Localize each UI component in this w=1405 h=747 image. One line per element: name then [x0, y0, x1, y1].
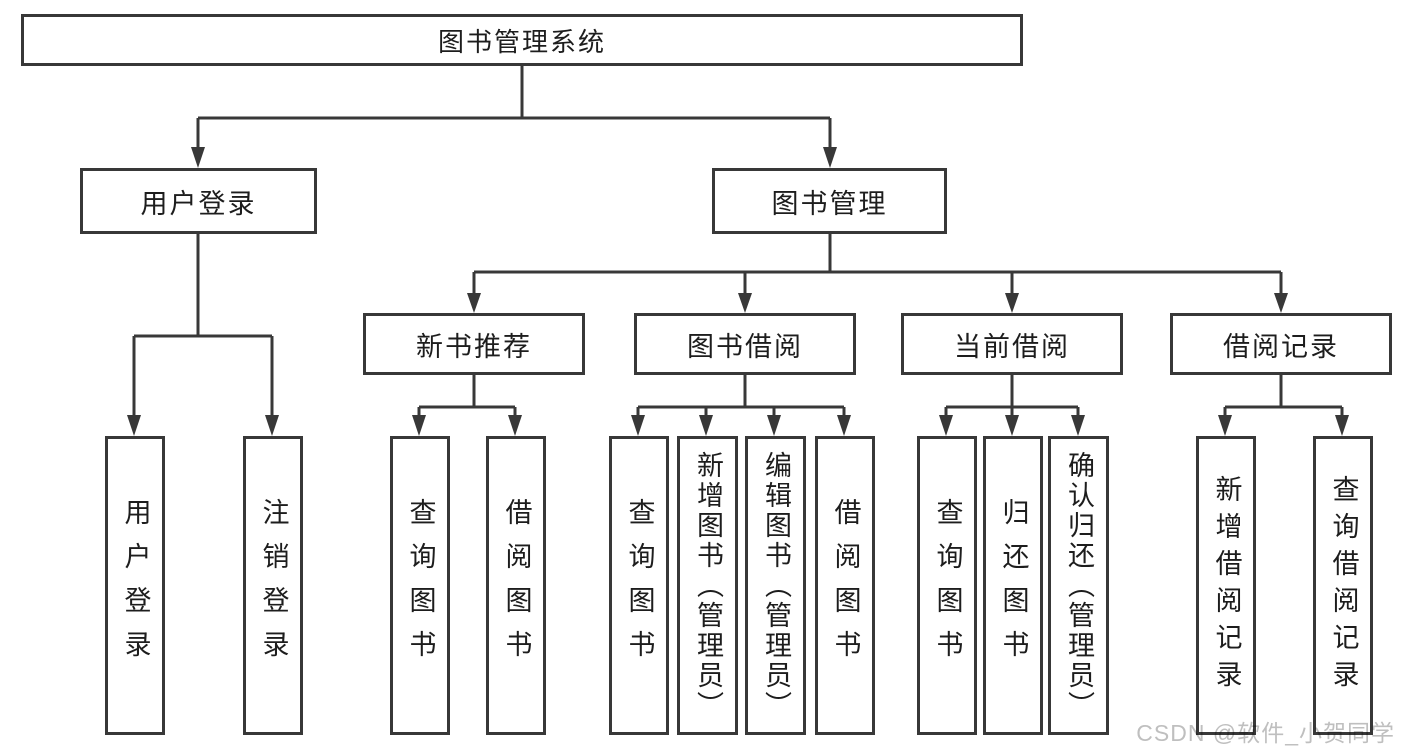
- connector-root-branch: [191, 66, 837, 168]
- leaf-borrow-books: 借阅图书: [815, 436, 875, 735]
- leaf-query-borrow-record: 查询借阅记录: [1313, 436, 1373, 735]
- leaf-user-login: 用户登录: [105, 436, 165, 735]
- leaf-label: 查询图书: [932, 497, 963, 674]
- connector-user-login-branch: [127, 234, 279, 436]
- connector-book-borrow-branch: [631, 375, 851, 436]
- leaf-logout: 注销登录: [243, 436, 303, 735]
- leaf-label: 借阅图书: [501, 497, 532, 674]
- node-borrow-records: 借阅记录: [1170, 313, 1392, 375]
- node-book-borrow: 图书借阅: [634, 313, 856, 375]
- connector-book-management-branch: [467, 234, 1288, 313]
- node-user-login: 用户登录: [80, 168, 317, 234]
- leaf-query-books-recommend: 查询图书: [390, 436, 450, 735]
- leaf-query-books-current: 查询图书: [917, 436, 977, 735]
- leaf-label: 查询图书: [405, 497, 436, 674]
- leaf-edit-books-admin: 编辑图书（管理员）: [745, 436, 806, 735]
- node-root: 图书管理系统: [21, 14, 1023, 66]
- leaf-label: 编辑图书（管理员）: [761, 450, 791, 721]
- node-new-book-recommend-label: 新书推荐: [416, 331, 532, 362]
- leaf-logout-label: 注销登录: [258, 497, 289, 674]
- leaf-query-books-borrow: 查询图书: [609, 436, 669, 735]
- leaf-label: 查询图书: [624, 497, 655, 674]
- leaf-add-books-admin: 新增图书（管理员）: [677, 436, 738, 735]
- leaf-label: 借阅图书: [830, 497, 861, 674]
- connector-borrow-records-branch: [1218, 375, 1349, 436]
- node-book-borrow-label: 图书借阅: [687, 331, 803, 362]
- leaf-user-login-label: 用户登录: [120, 497, 151, 674]
- leaf-confirm-return-admin: 确认归还（管理员）: [1048, 436, 1109, 735]
- leaf-add-borrow-record: 新增借阅记录: [1196, 436, 1256, 735]
- node-new-book-recommend: 新书推荐: [363, 313, 585, 375]
- leaf-label: 归还图书: [998, 497, 1029, 674]
- node-user-login-label: 用户登录: [140, 188, 257, 219]
- leaf-return-books: 归还图书: [983, 436, 1043, 735]
- leaf-label: 新增图书（管理员）: [693, 450, 723, 721]
- connector-new-book-branch: [412, 375, 522, 436]
- node-root-label: 图书管理系统: [437, 26, 606, 57]
- node-book-management: 图书管理: [712, 168, 947, 234]
- connector-current-borrow-branch: [939, 375, 1085, 436]
- node-book-management-label: 图书管理: [771, 188, 888, 219]
- leaf-label: 新增借阅记录: [1211, 474, 1242, 697]
- leaf-label: 确认归还（管理员）: [1064, 450, 1094, 721]
- leaf-borrow-books-recommend: 借阅图书: [486, 436, 546, 735]
- node-current-borrow: 当前借阅: [901, 313, 1123, 375]
- node-current-borrow-label: 当前借阅: [954, 331, 1070, 362]
- node-borrow-records-label: 借阅记录: [1223, 331, 1339, 362]
- leaf-label: 查询借阅记录: [1328, 474, 1359, 697]
